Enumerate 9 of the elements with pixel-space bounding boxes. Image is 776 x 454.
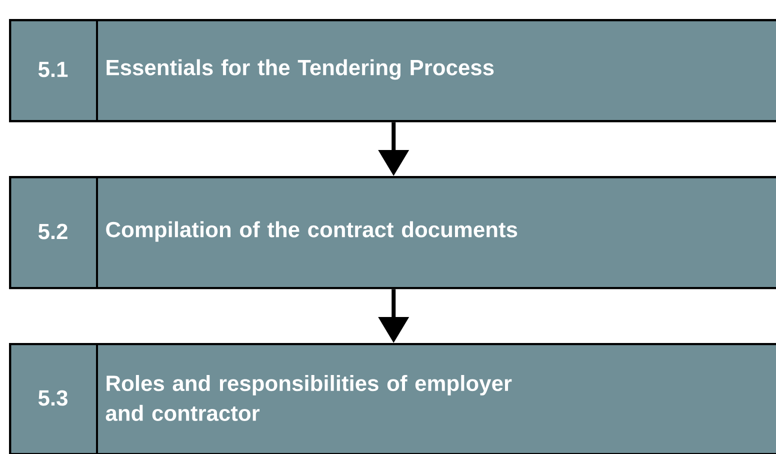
section-title: Compilation of the contract documents bbox=[106, 221, 518, 242]
section-number: 5.3 bbox=[38, 390, 68, 406]
section-box bbox=[9, 342, 776, 454]
section-number: 5.2 bbox=[38, 224, 68, 240]
section-title: Roles and responsibilities of employer and contractor bbox=[106, 374, 512, 421]
section-number: 5.1 bbox=[38, 62, 68, 78]
section-box bbox=[9, 19, 776, 122]
section-box bbox=[9, 176, 776, 290]
section-title: Essentials for the Tendering Process bbox=[106, 59, 494, 80]
